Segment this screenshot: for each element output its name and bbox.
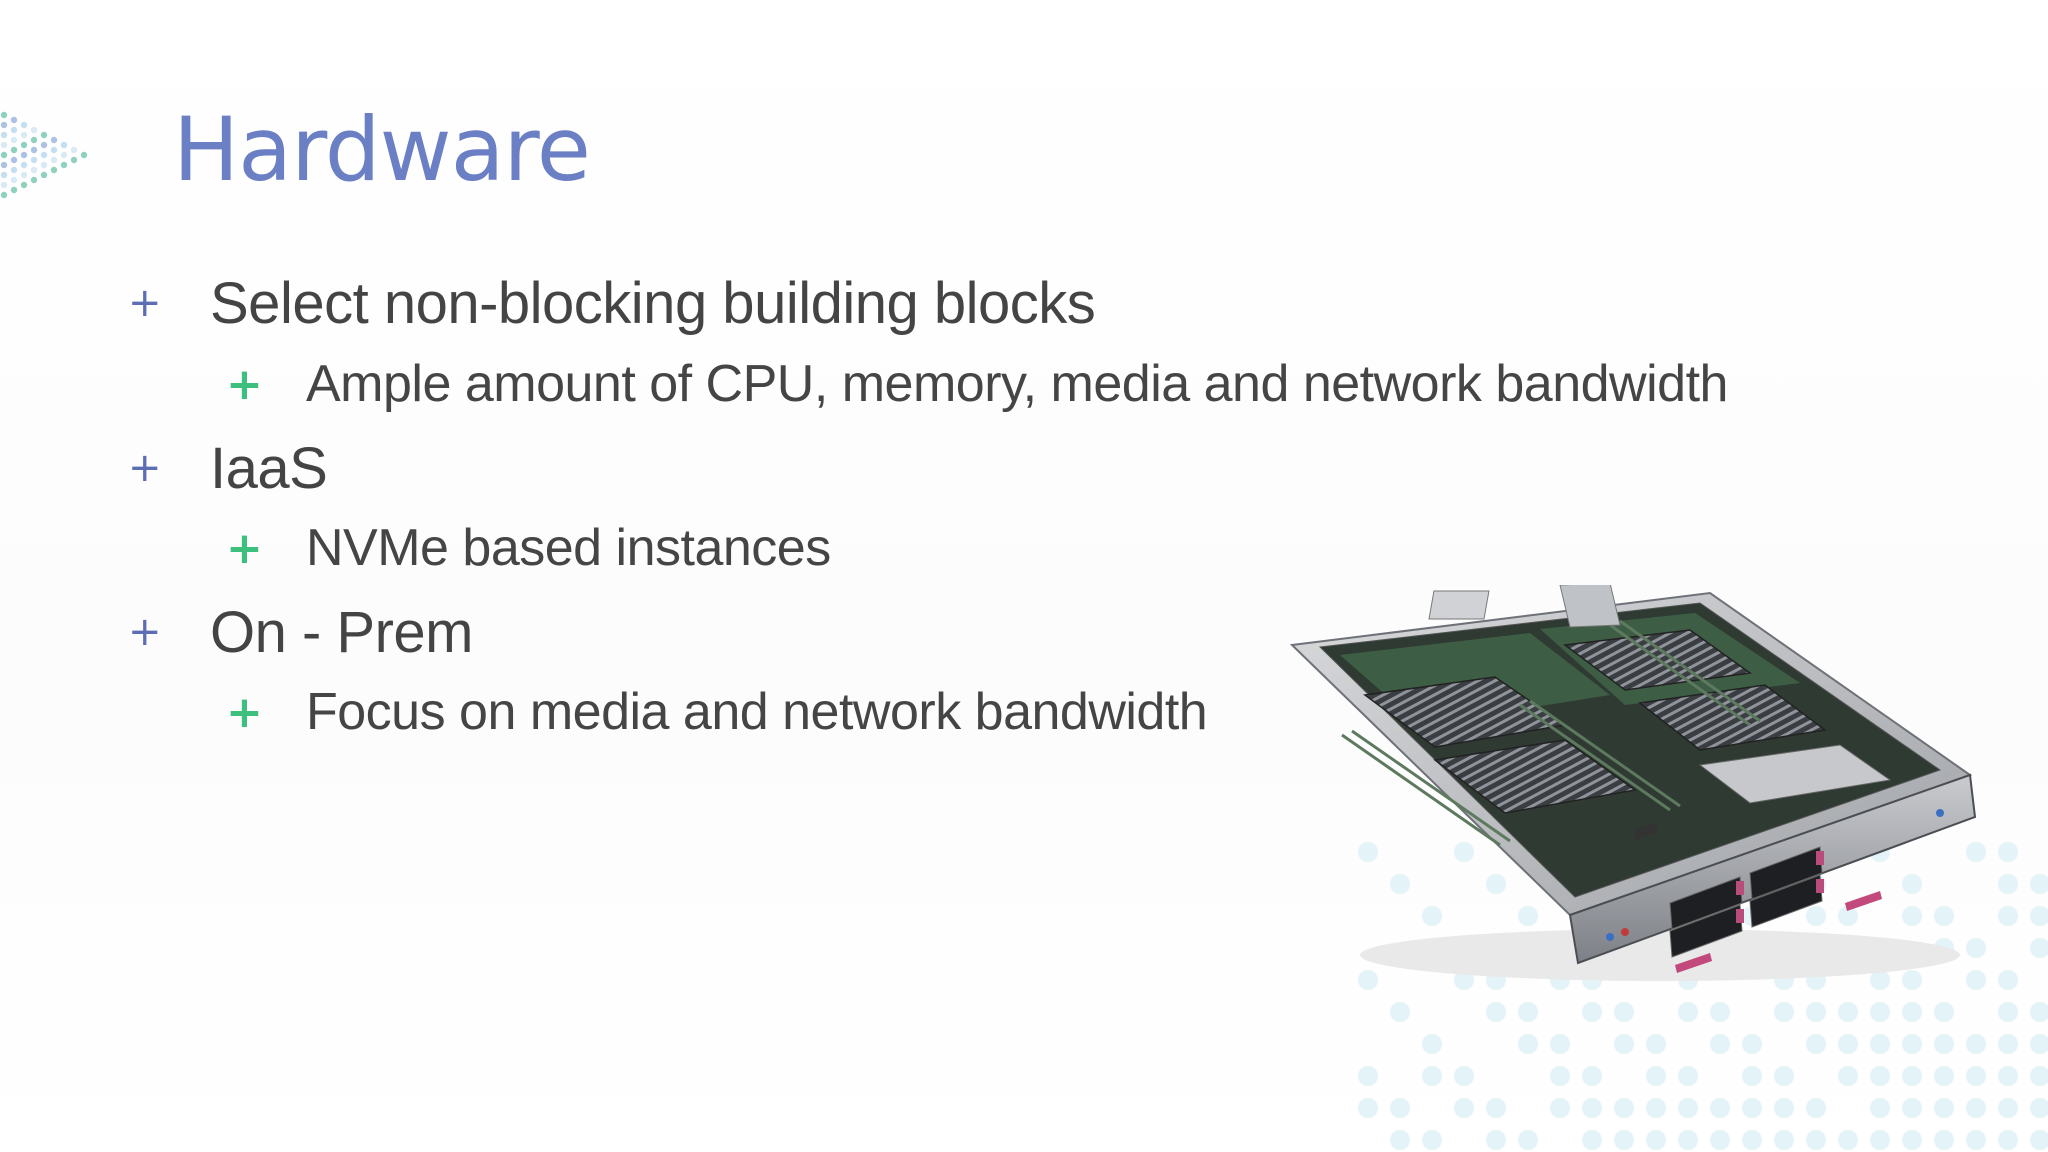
bullet-item: + Select non-blocking building blocks [128, 268, 1096, 338]
plus-bullet-icon: + [128, 280, 162, 326]
bullet-text: Focus on media and network bandwidth [306, 683, 1208, 741]
bullet-item: + On - Prem [128, 597, 474, 667]
plus-bullet-icon: + [226, 522, 263, 574]
bullet-item: + IaaS [128, 433, 328, 503]
bullet-text: On - Prem [210, 599, 474, 665]
dots-arrow-decoration [0, 111, 88, 199]
plus-bullet-icon: + [128, 445, 162, 491]
sub-bullet-item: + NVMe based instances [226, 516, 831, 580]
server-blade-image [1289, 585, 1977, 981]
plus-bullet-icon: + [128, 609, 162, 655]
slide-title: Hardware [173, 98, 591, 201]
bullet-text: NVMe based instances [306, 519, 831, 577]
bullet-text: Select non-blocking building blocks [210, 270, 1096, 336]
sub-bullet-item: + Focus on media and network bandwidth [226, 680, 1208, 744]
plus-bullet-icon: + [226, 686, 263, 738]
sub-bullet-item: + Ample amount of CPU, memory, media and… [226, 352, 1728, 416]
plus-bullet-icon: + [226, 358, 263, 410]
bullet-text: IaaS [210, 435, 328, 501]
bullet-text: Ample amount of CPU, memory, media and n… [306, 355, 1728, 413]
